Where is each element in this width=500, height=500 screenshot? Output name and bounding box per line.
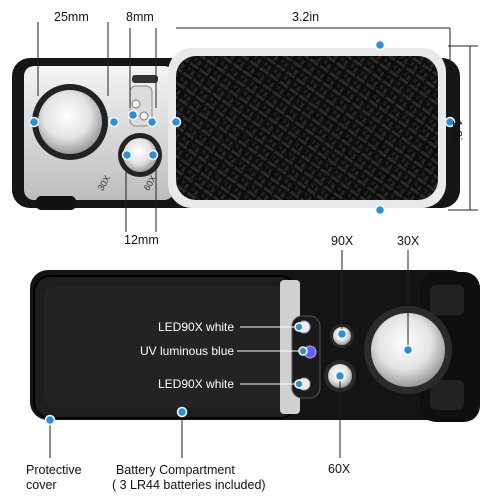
dim-small-lens: 12mm [124, 233, 159, 247]
marker-large-lens [28, 116, 40, 128]
marker-battery [176, 406, 188, 418]
marker-60x [334, 370, 346, 382]
callout-30x: 30X [397, 234, 420, 248]
callout-protective-cover-1: Protective [26, 463, 82, 477]
dim-led-window: 8mm [126, 10, 154, 24]
marker-led-white-top [294, 322, 304, 332]
marker-30x [402, 344, 414, 356]
callout-uv-blue: UV luminous blue [140, 344, 235, 358]
marker-90x [336, 328, 348, 340]
white-leader-lines [237, 326, 304, 385]
marker-small-lens-right [147, 149, 159, 161]
top-markers [28, 39, 456, 216]
dim-lens-diameter: 25mm [54, 10, 89, 24]
marker-small-lens [121, 149, 133, 161]
bottom-magnifier-view [30, 250, 480, 458]
marker-led-right [146, 116, 158, 128]
bottom-markers [44, 322, 414, 426]
marker-cover-left [170, 116, 182, 128]
callout-led-white-top: LED90X white [158, 320, 235, 334]
callout-protective-cover-2: cover [26, 478, 57, 492]
marker-led-left [127, 109, 139, 121]
marker-cover [44, 414, 56, 426]
marker-cover-right [444, 116, 456, 128]
callout-90x: 90X [331, 234, 354, 248]
callout-battery-2: ( 3 LR44 batteries included) [112, 478, 266, 492]
marker-cover-top [374, 39, 386, 51]
marker-uv [298, 346, 308, 356]
marker-cover-bottom [374, 204, 386, 216]
callout-60x: 60X [328, 462, 351, 476]
callout-led-white-bottom: LED90X white [158, 377, 235, 391]
marker-large-lens-right [108, 116, 120, 128]
dim-body-height: 1.8in [450, 120, 464, 148]
black-leader-lines [49, 250, 409, 458]
dim-body-length: 3.2in [292, 10, 320, 24]
dimension-lines [37, 22, 478, 232]
marker-led-white-bottom [294, 379, 304, 389]
callout-battery-1: Battery Compartment [116, 463, 235, 477]
top-magnifier-view [12, 22, 478, 232]
